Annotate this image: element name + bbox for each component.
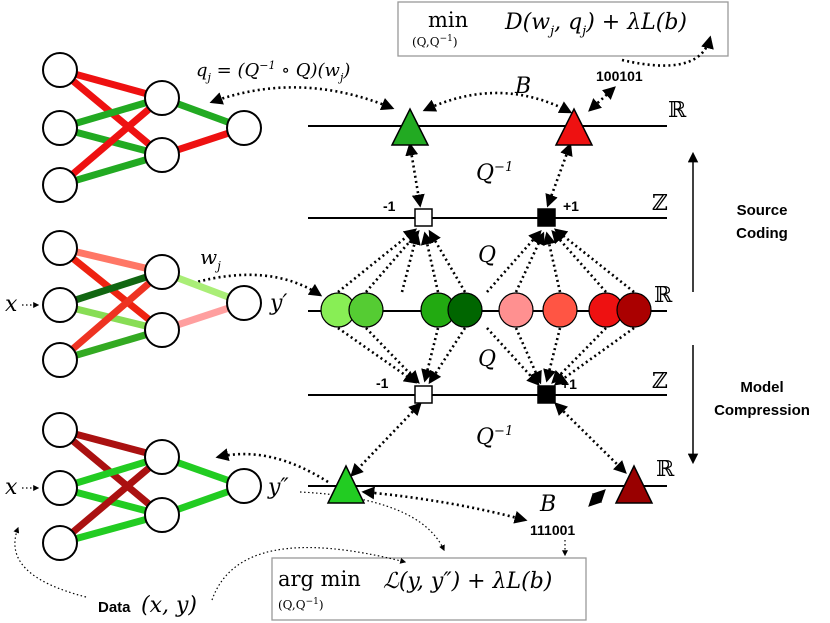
network-original bbox=[42, 230, 262, 378]
input-x-bottom: x bbox=[5, 475, 18, 500]
integers-symbol-top: ℤ bbox=[652, 191, 668, 216]
reconstructed-weight-red-bottom bbox=[614, 464, 654, 504]
bitstring-bottom: 111001 bbox=[530, 522, 575, 538]
plus-one-label-bottom: +1 bbox=[561, 376, 577, 392]
output-y-double-prime: y″ bbox=[267, 475, 289, 500]
bitstring-top: 100101 bbox=[596, 68, 643, 84]
quantizer-label-bottom: Q bbox=[478, 347, 496, 372]
reals-symbol-top: ℝ bbox=[668, 98, 687, 123]
integers-symbol-bottom: ℤ bbox=[652, 369, 668, 394]
argmin-subscript: (Q,Q−1) bbox=[278, 597, 324, 612]
top-half-arrows bbox=[192, 35, 714, 297]
loss-rate-term: ℒ(y, y″) + λL(b) bbox=[383, 569, 552, 594]
minus-one-label-top: -1 bbox=[383, 198, 396, 214]
quant-level-minus-top bbox=[414, 208, 433, 227]
reconstructed-weight-green-bottom bbox=[326, 464, 366, 504]
data-pair: (x, y) bbox=[141, 593, 197, 618]
quant-level-plus-top bbox=[537, 208, 556, 227]
wj-label: wj bbox=[200, 245, 221, 273]
reals-symbol-middle: ℝ bbox=[654, 283, 673, 308]
plus-one-label-top: +1 bbox=[563, 198, 579, 214]
bottom-objective-box: arg min (Q,Q−1) ℒ(y, y″) + λL(b) bbox=[271, 557, 587, 621]
source-coding-label-2: Coding bbox=[736, 225, 788, 242]
reconstructed-weight-green-top bbox=[390, 107, 430, 146]
quant-level-plus-bottom bbox=[537, 385, 556, 404]
reals-symbol-bottom: ℝ bbox=[656, 457, 675, 482]
network-compressed bbox=[42, 412, 262, 561]
dequantizer-label-bottom: Q−1 bbox=[476, 424, 513, 450]
quantizer-label-top: Q bbox=[478, 243, 496, 268]
bottom-half-arrows bbox=[13, 326, 635, 601]
output-y-prime: y′ bbox=[269, 291, 287, 316]
source-coding-label-1: Source bbox=[737, 202, 788, 219]
qj-definition: qj = (Q−1 ∘ Q)(wj) bbox=[196, 59, 350, 84]
dequantizer-label-top: Q−1 bbox=[476, 160, 513, 186]
network-quantized-top bbox=[42, 52, 262, 203]
argmin-operator: arg min bbox=[278, 567, 361, 591]
reconstructed-weight-red-top bbox=[554, 107, 594, 146]
input-x-middle: x bbox=[5, 292, 18, 317]
quant-level-minus-bottom bbox=[414, 385, 433, 404]
model-compression-label-1: Model bbox=[740, 379, 783, 396]
min-subscript: (Q,Q−1) bbox=[412, 34, 458, 49]
minus-one-label-bottom: -1 bbox=[376, 375, 389, 391]
distortion-rate-term: D(wj, qj) + λL(b) bbox=[504, 10, 687, 39]
weight-values bbox=[320, 292, 652, 328]
bitstream-label-bottom: B bbox=[539, 492, 556, 517]
model-compression-label-2: Compression bbox=[714, 402, 810, 419]
min-operator: min bbox=[428, 8, 468, 32]
bitstream-label-top: B bbox=[514, 74, 531, 99]
top-objective-box: min (Q,Q−1) D(wj, qj) + λL(b) bbox=[397, 1, 729, 57]
data-label: Data bbox=[98, 599, 131, 616]
